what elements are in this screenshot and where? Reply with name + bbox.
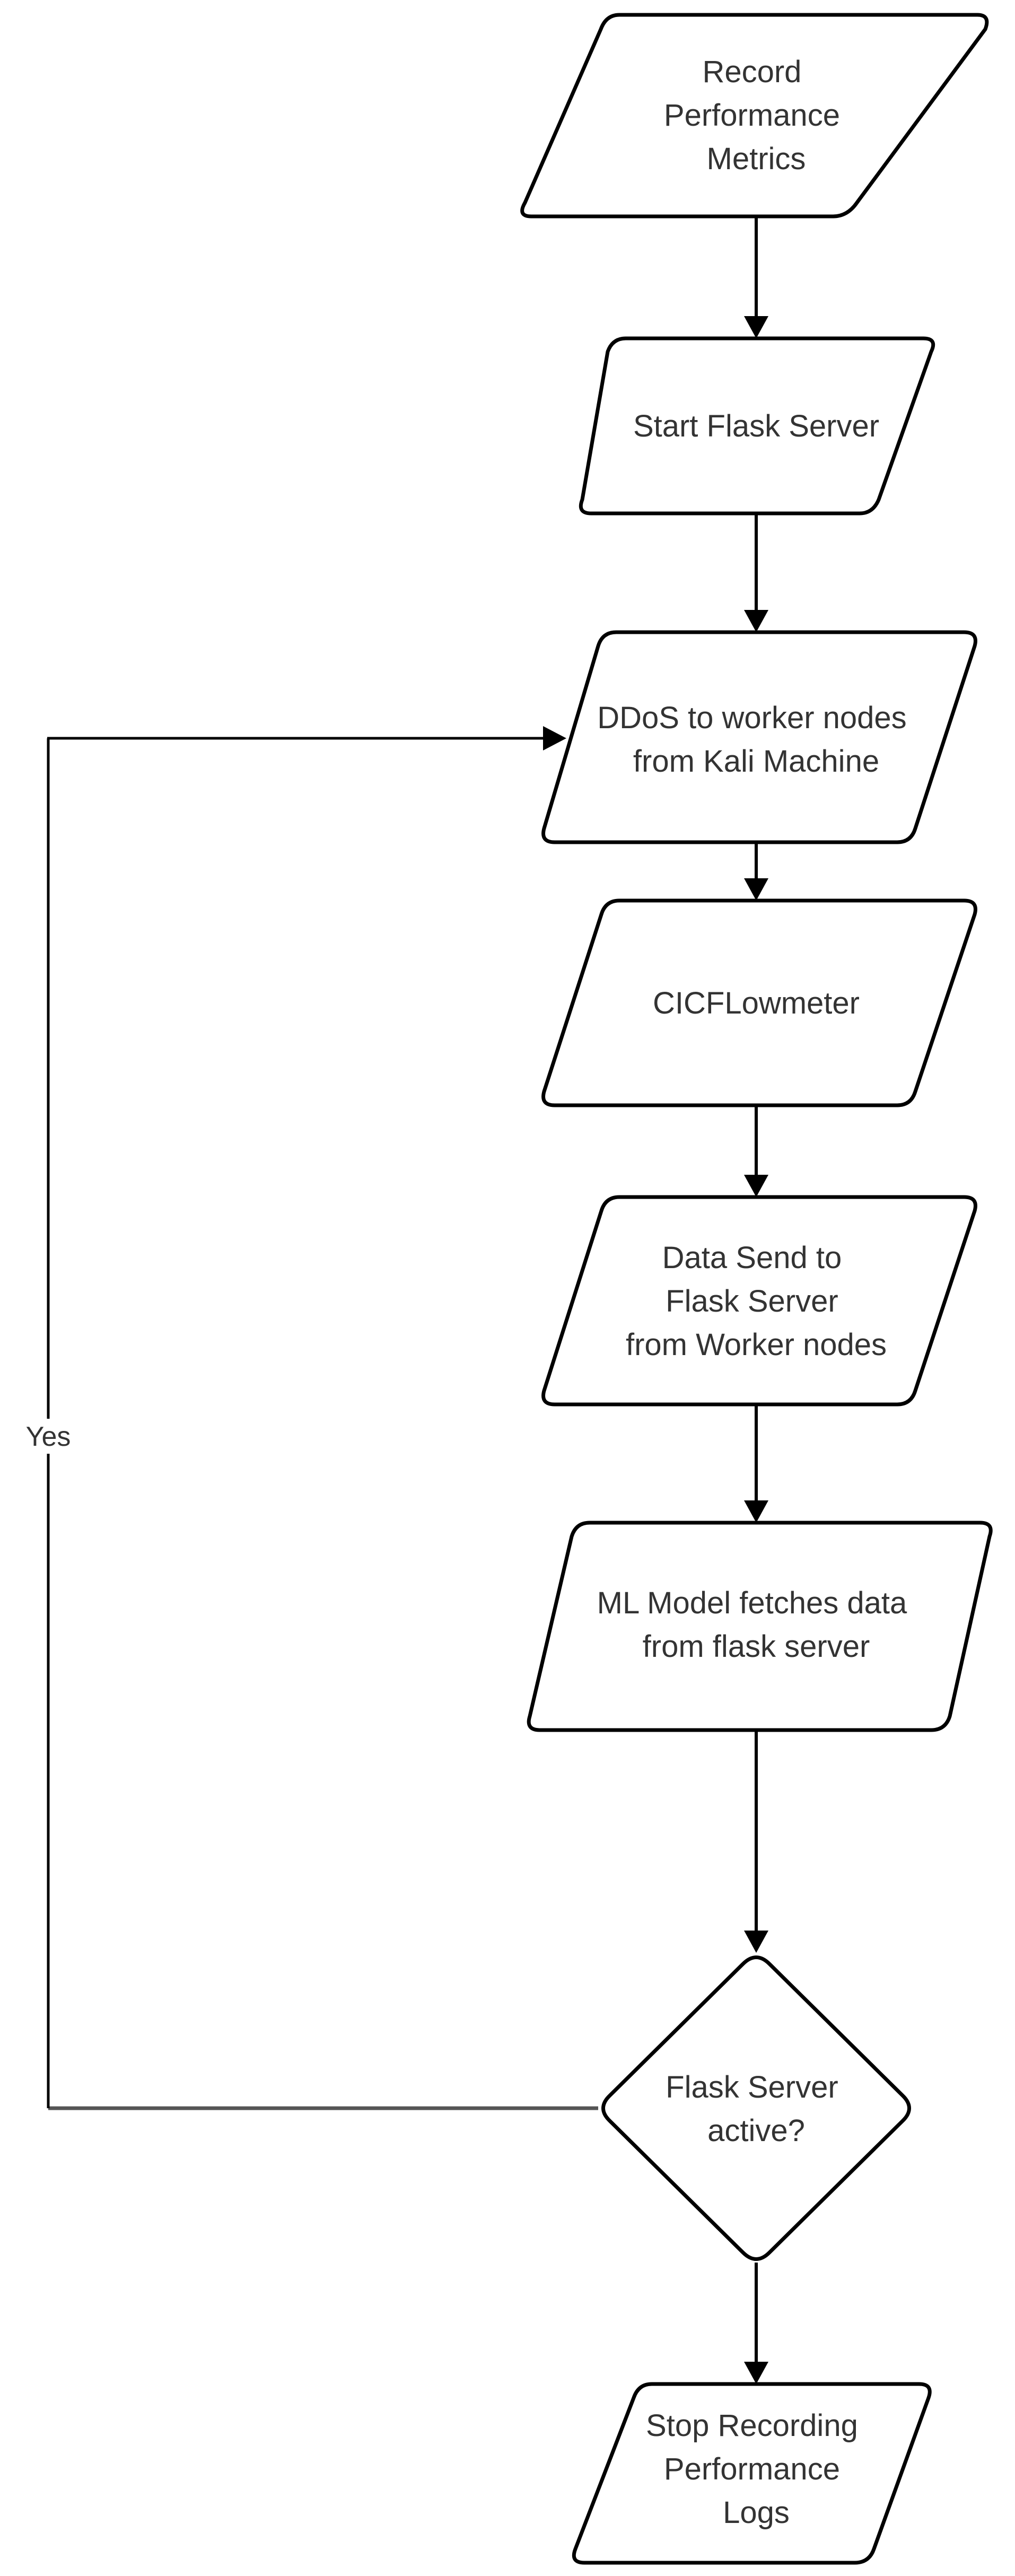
node-label: CICFLowmeter <box>653 986 860 1020</box>
arrowhead <box>744 1931 768 1953</box>
arrowhead <box>744 1175 768 1197</box>
arrowhead <box>744 878 768 901</box>
node-flask-server-active: Flask Server active? <box>601 1955 911 2261</box>
node-record-performance-metrics: Record Performance Metrics <box>520 13 989 219</box>
node-label-line: CICFLowmeter <box>653 986 860 1020</box>
node-label-line: Metrics <box>707 142 806 176</box>
edge-yes-loop: Yes <box>15 726 598 2110</box>
node-label: Start Flask Server <box>633 409 879 443</box>
edge-ddos-to-cicflowmeter <box>744 842 768 901</box>
node-shape <box>520 13 989 219</box>
edge-data-send-to-ml-model <box>744 1404 768 1523</box>
edge-decision-to-stop <box>744 2263 768 2384</box>
node-label-line: Flask Server <box>666 1284 838 1318</box>
arrowhead <box>744 1500 768 1523</box>
node-label-line: Performance <box>664 98 840 133</box>
node-label: ML Model fetches data from flask server <box>597 1586 916 1664</box>
edge-cicflowmeter-to-data-send <box>744 1105 768 1197</box>
node-label: Record Performance Metrics <box>664 55 848 176</box>
node-label: Stop Recording Performance Logs <box>646 2408 867 2530</box>
node-shape <box>541 898 977 1107</box>
arrowhead <box>744 2362 768 2384</box>
arrowhead <box>543 726 566 750</box>
edge-label-background <box>15 1419 82 1454</box>
node-shape <box>601 1955 911 2261</box>
node-shape <box>572 2382 932 2565</box>
node-label-line: active? <box>707 2114 805 2148</box>
node-ddos-to-worker-nodes: DDoS to worker nodes from Kali Machine <box>541 630 977 844</box>
node-label-line: Start Flask Server <box>633 409 879 443</box>
arrowhead <box>744 316 768 338</box>
node-label-line: from flask server <box>643 1629 870 1664</box>
node-label-line: Performance <box>664 2452 840 2486</box>
arrowhead <box>744 610 768 632</box>
node-label-line: from Worker nodes <box>626 1328 887 1362</box>
edge-start-to-ddos <box>744 513 768 632</box>
node-shape <box>541 1195 977 1407</box>
node-label: Data Send to Flask Server from Worker no… <box>626 1241 887 1362</box>
node-data-send-to-flask-server: Data Send to Flask Server from Worker no… <box>541 1195 977 1407</box>
node-label: Flask Server active? <box>666 2070 847 2148</box>
node-label-line: ML Model fetches data <box>597 1586 907 1620</box>
node-label-line: from Kali Machine <box>633 744 879 779</box>
node-stop-recording-performance-logs: Stop Recording Performance Logs <box>572 2382 932 2565</box>
edge-ml-model-to-decision <box>744 1730 768 1953</box>
node-start-flask-server: Start Flask Server <box>579 336 935 516</box>
node-label-line: Logs <box>723 2495 790 2530</box>
node-cicflowmeter: CICFLowmeter <box>541 898 977 1107</box>
node-label-line: Stop Recording <box>646 2408 858 2443</box>
edge-record-to-start <box>744 216 768 338</box>
node-label-line: Data Send to <box>662 1241 842 1275</box>
node-ml-model-fetches-data: ML Model fetches data from flask server <box>527 1521 993 1732</box>
node-shape <box>579 336 935 516</box>
node-label-line: Record <box>702 55 801 89</box>
node-label: DDoS to worker nodes from Kali Machine <box>597 701 915 779</box>
node-shape <box>541 630 977 844</box>
node-label-line: DDoS to worker nodes <box>597 701 906 735</box>
edge-label-yes: Yes <box>26 1421 71 1452</box>
node-label-line: Flask Server <box>666 2070 838 2105</box>
node-shape <box>527 1521 993 1732</box>
